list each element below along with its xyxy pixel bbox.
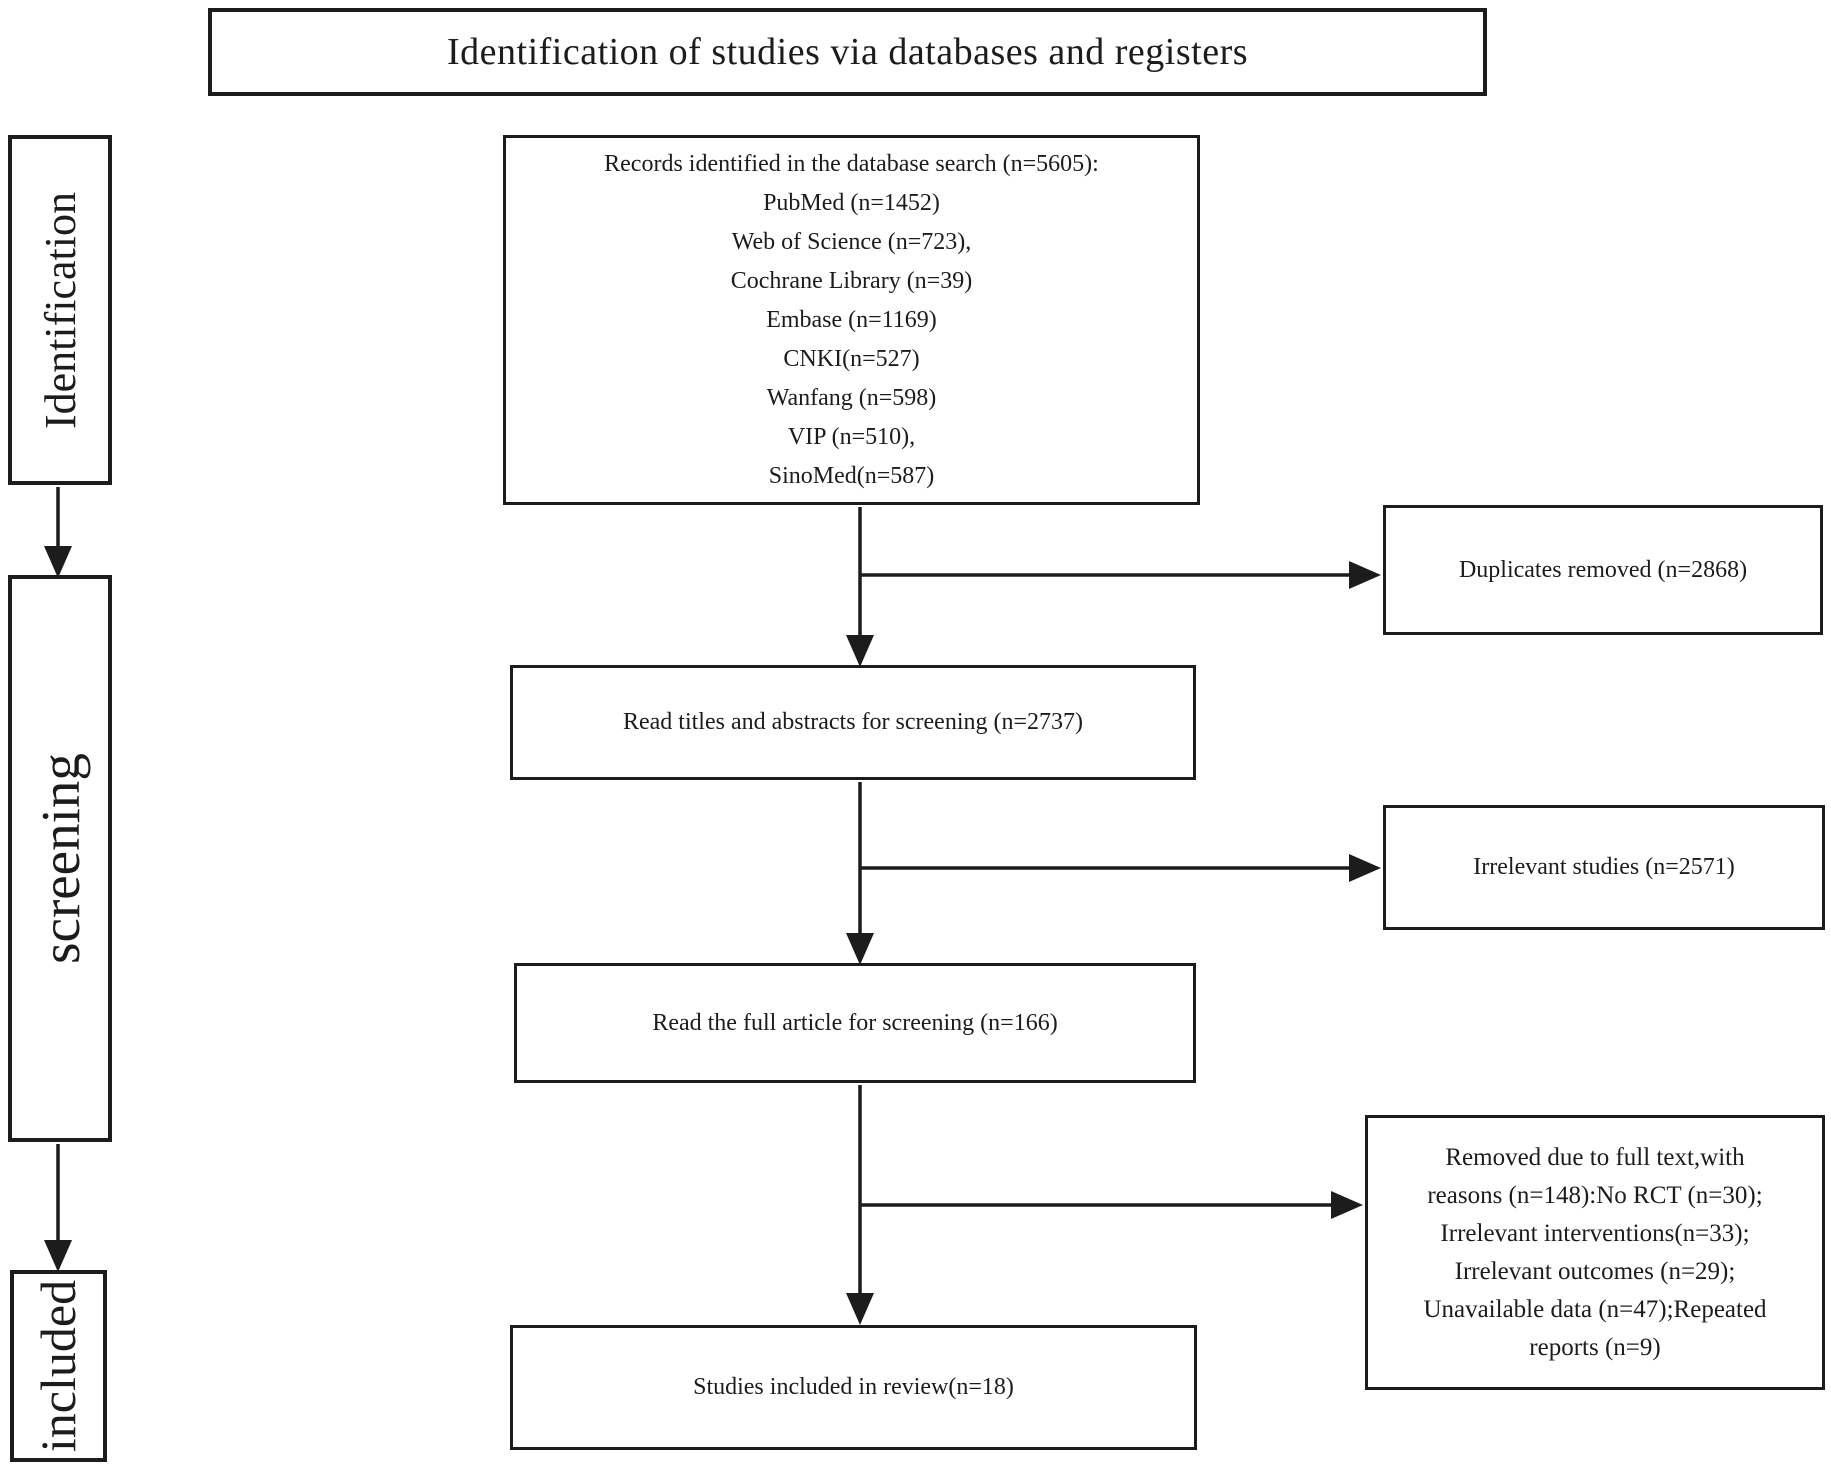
- arrow-screening-to-included: [44, 1144, 72, 1272]
- arrow-identification-to-screening: [44, 487, 72, 578]
- fulltext-removed-line-5: Unavailable data (n=47);Repeated: [1423, 1295, 1767, 1323]
- stage-included-box: included: [10, 1270, 107, 1462]
- duplicates-removed-box: Duplicates removed (n=2868): [1383, 505, 1823, 635]
- records-source-cochrane: Cochrane Library (n=39): [730, 267, 973, 294]
- full-article-screening-box: Read the full article for screening (n=1…: [514, 963, 1196, 1083]
- studies-included-box: Studies included in review(n=18): [510, 1325, 1197, 1450]
- stage-screening-box: screening: [8, 575, 112, 1142]
- stage-identification-label: Identification: [35, 191, 85, 429]
- records-source-wanfang: Wanfang (n=598): [766, 384, 937, 411]
- diagram-title-box: Identification of studies via databases …: [208, 8, 1487, 96]
- titles-abstracts-screening-label: Read titles and abstracts for screening …: [622, 709, 1084, 735]
- irrelevant-studies-box: Irrelevant studies (n=2571): [1383, 805, 1825, 930]
- titles-abstracts-screening-box: Read titles and abstracts for screening …: [510, 665, 1196, 780]
- records-identified-box: Records identified in the database searc…: [503, 135, 1200, 505]
- records-source-sinomed: SinoMed(n=587): [768, 462, 935, 489]
- arrow-branch-to-irrelevant: [860, 854, 1381, 882]
- records-source-vip: VIP (n=510),: [787, 423, 916, 450]
- fulltext-removed-line-6: reports (n=9): [1529, 1333, 1661, 1361]
- stage-identification-box: Identification: [8, 135, 112, 485]
- studies-included-label: Studies included in review(n=18): [693, 1374, 1014, 1400]
- stage-screening-label: screening: [29, 753, 91, 964]
- arrow-titles-abstracts-to-full-article: [846, 782, 874, 965]
- fulltext-removed-line-4: Irrelevant outcomes (n=29);: [1454, 1257, 1736, 1285]
- arrow-full-article-to-included: [846, 1085, 874, 1325]
- fulltext-removed-line-3: Irrelevant interventions(n=33);: [1440, 1219, 1750, 1247]
- records-source-cnki: CNKI(n=527): [783, 345, 920, 372]
- fulltext-removed-box: Removed due to full text,with reasons (n…: [1365, 1115, 1825, 1390]
- diagram-title: Identification of studies via databases …: [446, 31, 1249, 73]
- full-article-screening-label: Read the full article for screening (n=1…: [652, 1009, 1058, 1036]
- fulltext-removed-line-2: reasons (n=148):No RCT (n=30);: [1427, 1181, 1763, 1209]
- records-source-web-of-science: Web of Science (n=723),: [731, 228, 972, 255]
- arrow-branch-to-fulltext-removed: [860, 1191, 1363, 1219]
- records-identified-heading: Records identified in the database searc…: [604, 150, 1099, 177]
- duplicates-removed-label: Duplicates removed (n=2868): [1458, 556, 1748, 583]
- irrelevant-studies-label: Irrelevant studies (n=2571): [1473, 854, 1735, 880]
- fulltext-removed-line-1: Removed due to full text,with: [1445, 1143, 1745, 1171]
- arrow-branch-to-duplicates: [860, 561, 1381, 589]
- records-source-embase: Embase (n=1169): [766, 306, 937, 333]
- stage-included-label: included: [30, 1279, 87, 1453]
- records-source-pubmed: PubMed (n=1452): [763, 189, 940, 216]
- arrow-records-to-titles-abstracts: [846, 507, 874, 667]
